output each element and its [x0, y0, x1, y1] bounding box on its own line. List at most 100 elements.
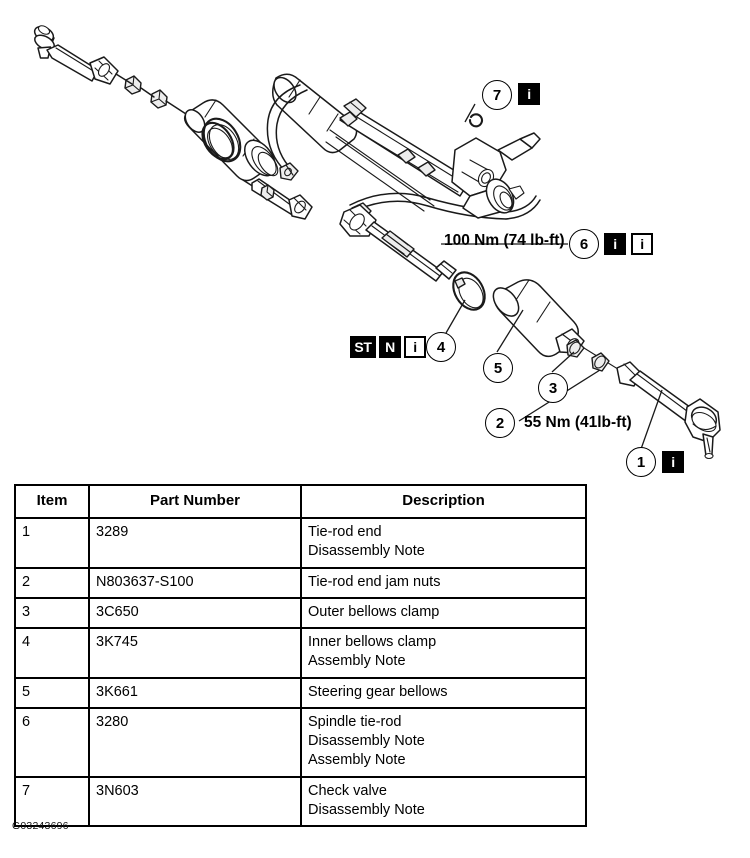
check-valve-part: [468, 113, 483, 128]
description-line: Outer bellows clamp: [308, 603, 440, 620]
cell-part-number: 3C650: [88, 596, 302, 630]
description-line: Disassembly Note: [308, 802, 425, 819]
table-row: 3 3C650 Outer bellows clamp: [14, 596, 587, 630]
table-body: 1 3289 Tie-rod end Disassembly Note 2 N8…: [14, 516, 587, 828]
hydraulic-line: [266, 84, 301, 173]
cell-part-number: N803637-S100: [88, 566, 302, 599]
hydraulic-line: [335, 136, 435, 207]
info-icon-6-outlined[interactable]: i: [631, 233, 653, 255]
cell-description: Tie-rod end Disassembly Note: [300, 516, 587, 569]
table-row: 1 3289 Tie-rod end Disassembly Note: [14, 516, 587, 569]
header-description: Description: [300, 484, 587, 519]
cell-part-number: 3289: [88, 516, 302, 569]
leader-7: [464, 103, 476, 123]
description-line: Tie-rod end: [308, 523, 382, 540]
exploded-view-illustration: .ln { fill: none; stroke: #1a1a1a; strok…: [33, 25, 721, 477]
callout-3[interactable]: 3: [538, 373, 568, 403]
special-tool-icon-4[interactable]: ST: [350, 336, 376, 358]
cell-part-number: 3K745: [88, 627, 302, 679]
rod-segment: [115, 73, 133, 85]
knurl-band: [381, 230, 415, 258]
description-line: Assembly Note: [308, 653, 406, 670]
hydraulic-line: [325, 141, 425, 212]
leader-4: [445, 299, 466, 334]
parts-table-container: Item Part Number Description 1 3289 Tie-…: [14, 484, 587, 828]
rod-segment: [140, 87, 155, 98]
table-row: 2 N803637-S100 Tie-rod end jam nuts: [14, 566, 587, 599]
new-part-icon-4[interactable]: N: [379, 336, 401, 358]
spindle-tie-rod-assembly: [339, 204, 457, 282]
jam-nut-parts: [124, 75, 168, 109]
header-item: Item: [14, 484, 90, 519]
leader-1: [640, 389, 663, 450]
description-line: Check valve: [308, 782, 387, 799]
rack-tube-fittings: [339, 111, 436, 177]
spindle-rod-socket: [288, 194, 313, 220]
cell-description: Tie-rod end jam nuts: [300, 566, 587, 599]
cell-description: Steering gear bellows: [300, 676, 587, 709]
retainer-ring: [222, 141, 223, 142]
valve-housing-body: [451, 132, 541, 219]
cell-item: 7: [14, 775, 90, 828]
inner-bellows-clamp-ring: [452, 271, 486, 311]
outer-bellows-clamp-part: [566, 339, 585, 358]
callout-6[interactable]: 6: [569, 229, 599, 259]
cell-description: Outer bellows clamp: [300, 596, 587, 630]
info-icon-1[interactable]: i: [662, 451, 684, 473]
description-line: Disassembly Note: [308, 733, 425, 750]
cell-item: 5: [14, 676, 90, 709]
description-line: Spindle tie-rod: [308, 713, 402, 730]
callout-2[interactable]: 2: [485, 408, 515, 438]
cell-item: 2: [14, 566, 90, 599]
info-icon-6-filled[interactable]: i: [604, 233, 626, 255]
callout-4[interactable]: 4: [426, 332, 456, 362]
header-part-number: Part Number: [88, 484, 302, 519]
table-row: 4 3K745 Inner bellows clamp Assembly Not…: [14, 627, 587, 679]
loose-ring: [202, 117, 242, 163]
gear-left-bellows: [272, 73, 358, 154]
leader-3: [551, 351, 575, 373]
leader-5: [496, 309, 524, 353]
description-line: Steering gear bellows: [308, 683, 448, 700]
steering-gear-housing-assembly: [266, 73, 541, 221]
table-header-row: Item Part Number Description: [14, 484, 587, 519]
hydraulic-line: [329, 129, 431, 201]
table-row: 6 3280 Spindle tie-rod Disassembly Note …: [14, 706, 587, 778]
rod-segment: [165, 100, 187, 115]
parts-table: Item Part Number Description 1 3289 Tie-…: [14, 484, 587, 828]
torque-label-6: 100 Nm (74 lb-ft): [444, 232, 565, 249]
tie-rod-end-part: [33, 25, 119, 85]
hydraulic-line: [275, 89, 308, 171]
figure-id-label: G03243696: [12, 820, 69, 832]
line-fitting-lower-left: [279, 162, 299, 181]
bellows-boot-part: [183, 99, 279, 182]
description-line: Assembly Note: [308, 752, 406, 769]
cell-item: 3: [14, 596, 90, 630]
callout-7[interactable]: 7: [482, 80, 512, 110]
cell-description: Inner bellows clamp Assembly Note: [300, 627, 587, 679]
boot-tail: [506, 195, 537, 213]
cell-item: 1: [14, 516, 90, 569]
steering-gear-bellows-part: [492, 279, 585, 358]
info-icon-4[interactable]: i: [404, 336, 426, 358]
info-icon-7[interactable]: i: [518, 83, 540, 105]
cell-item: 6: [14, 706, 90, 778]
cell-item: 4: [14, 627, 90, 679]
table-row: 7 3N603 Check valve Disassembly Note: [14, 775, 587, 828]
upper-left-tie-rod-assembly: [33, 25, 313, 220]
outer-assembly: [566, 339, 721, 460]
description-line: Disassembly Note: [308, 543, 425, 560]
tie-rod-end-outer-part: [616, 361, 721, 460]
callout-5[interactable]: 5: [483, 353, 513, 383]
rack-left-fitting: [343, 98, 367, 118]
callout-1[interactable]: 1: [626, 447, 656, 477]
cell-part-number: 3K661: [88, 676, 302, 709]
boot-tail: [505, 199, 541, 220]
table-row: 5 3K661 Steering gear bellows: [14, 676, 587, 709]
cell-part-number: 3280: [88, 706, 302, 778]
torque-label-2: 55 Nm (41lb-ft): [524, 414, 632, 431]
symbol-group-4: ST N i: [350, 336, 426, 358]
cell-description: Spindle tie-rod Disassembly Note Assembl…: [300, 706, 587, 778]
description-line: Inner bellows clamp: [308, 634, 437, 651]
cell-part-number: 3N603: [88, 775, 302, 828]
